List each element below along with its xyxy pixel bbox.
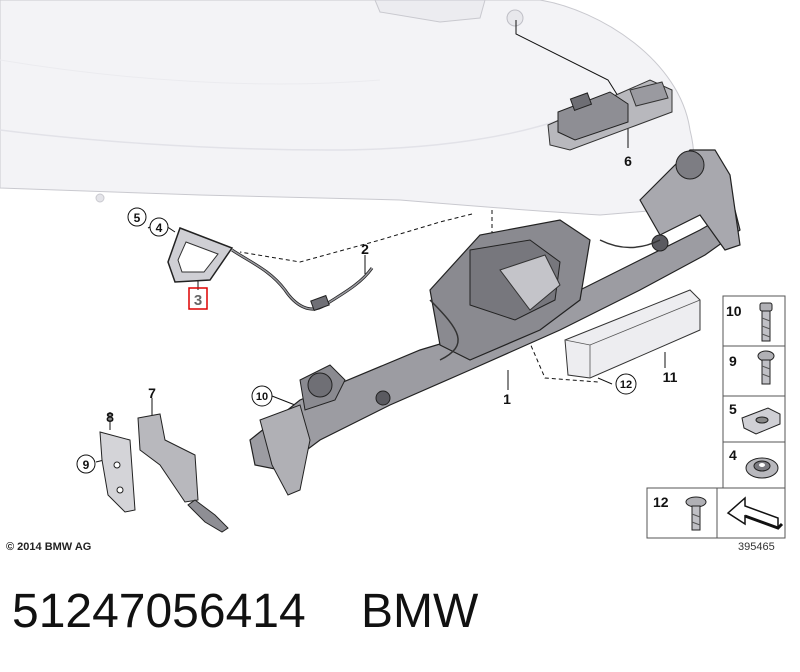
bolt-long-icon [759,302,773,342]
svg-text:4: 4 [156,221,163,235]
part-6-switch-housing [547,79,673,151]
part-2-cable [231,248,374,312]
part-number: 51247056414 [12,585,306,638]
callout-2: 2 [361,241,369,257]
arrow-symbol-icon [726,496,784,530]
flange-bolt-icon [685,496,707,531]
footer: 51247056414 BMW [0,584,800,644]
part-8-bracket [99,431,136,513]
brand-name: BMW [361,585,479,638]
part-3-release-handle [167,227,234,283]
callouts: 6 2 1 11 7 8 3 5 4 10 9 12 [76,153,678,474]
callout-3: 3 [194,292,202,309]
callout-6: 6 [624,153,632,169]
legend-label-12: 12 [653,494,669,510]
callout-8: 8 [106,409,114,425]
callout-3-box [188,287,208,310]
callout-9-circle: 9 [76,454,96,474]
callout-7: 7 [148,385,156,401]
legend-label-5: 5 [729,401,737,417]
legend-label-4: 4 [729,447,737,463]
callout-1: 1 [503,391,511,407]
svg-text:9: 9 [83,458,90,472]
callout-12-circle: 12 [615,373,637,395]
callout-10-circle: 10 [251,385,273,407]
svg-text:10: 10 [256,391,268,403]
legend-panel: 10 9 5 4 12 [646,295,786,539]
part-11-cover [564,289,701,379]
legend-label-9: 9 [729,353,737,369]
callout-11: 11 [663,369,678,385]
trunk-lid-illustration [0,0,695,216]
grommet-nut-icon [745,457,779,479]
callout-5-circle: 5 [127,207,147,227]
legend-label-10: 10 [726,303,742,319]
diagram-number: 395465 [738,541,775,553]
callout-4-circle: 4 [149,217,169,237]
svg-text:12: 12 [620,379,632,391]
part-1-latch-assembly [249,149,741,496]
copyright-text: © 2014 BMW AG [6,541,92,553]
svg-text:5: 5 [134,211,141,225]
screw-icon [757,350,775,385]
clip-nut-icon [741,407,781,435]
part-7-bracket [137,413,229,533]
